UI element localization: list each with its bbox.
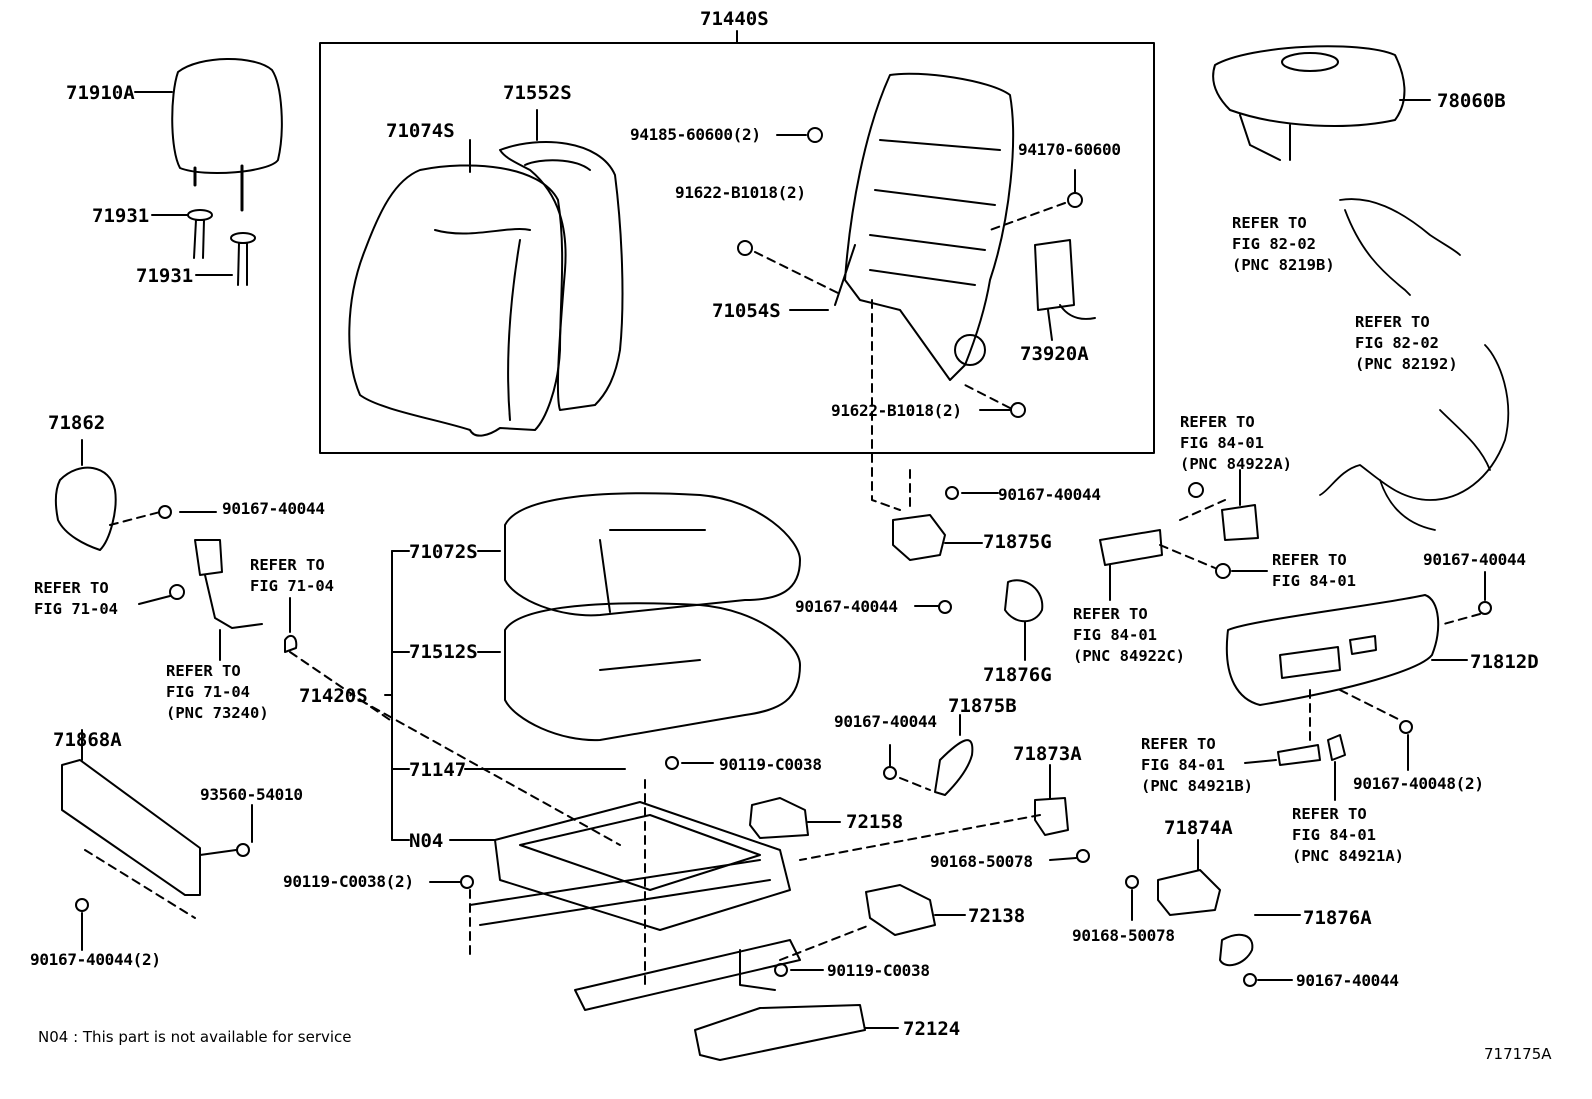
part-label-71876g[interactable]: 71876G bbox=[983, 664, 1052, 686]
part-label-73920a[interactable]: 73920A bbox=[1020, 343, 1089, 365]
part-label-71512s[interactable]: 71512S bbox=[409, 641, 478, 663]
cover-72138-drawing bbox=[774, 884, 966, 977]
part-label-72138[interactable]: 72138 bbox=[968, 905, 1026, 927]
part-label-71875g[interactable]: 71875G bbox=[983, 531, 1052, 553]
part-label-71873a[interactable]: 71873A bbox=[1013, 743, 1082, 765]
cover-72158-drawing bbox=[749, 797, 841, 839]
seat-cushion-pad-drawing bbox=[477, 602, 801, 742]
seatback-cover-drawing bbox=[348, 139, 564, 437]
part-label-71910a[interactable]: 71910A bbox=[66, 82, 135, 104]
part-label-91622-b1018-lower[interactable]: 91622-B1018(2) bbox=[831, 401, 962, 420]
headrest-drawing bbox=[134, 58, 283, 212]
seat-belt-buckle-drawing bbox=[138, 539, 391, 721]
part-label-72158[interactable]: 72158 bbox=[846, 811, 904, 833]
part-label-n04[interactable]: N04 bbox=[409, 830, 444, 852]
refer-note-71-04-left[interactable]: REFER TO FIG 71-04 bbox=[34, 579, 118, 618]
bracket-71875b-drawing bbox=[883, 714, 974, 796]
part-label-71874a[interactable]: 71874A bbox=[1164, 817, 1233, 839]
refer-note-8219b[interactable]: REFER TO FIG 82-02 (PNC 8219B) bbox=[1232, 214, 1335, 274]
part-label-71868a[interactable]: 71868A bbox=[53, 729, 122, 751]
seatback-frame-drawing bbox=[789, 72, 1015, 381]
part-label-90168-50078-a[interactable]: 90168-50078 bbox=[930, 852, 1033, 871]
seat-switches-drawing bbox=[1099, 469, 1346, 801]
side-shield-drawing bbox=[54, 439, 217, 551]
bracket-71874a-drawing bbox=[1125, 839, 1221, 921]
side-trim-71868a-drawing bbox=[61, 729, 253, 951]
part-label-90167-40044-e[interactable]: 90167-40044 bbox=[834, 712, 937, 731]
part-label-71147[interactable]: 71147 bbox=[409, 759, 467, 781]
part-label-90167-40044-c[interactable]: 90167-40044 bbox=[795, 597, 898, 616]
wire-harness-drawing bbox=[1319, 198, 1510, 531]
bracket-71876g-drawing bbox=[914, 579, 1044, 661]
refer-note-82192[interactable]: REFER TO FIG 82-02 (PNC 82192) bbox=[1355, 313, 1458, 373]
part-label-71072s[interactable]: 71072S bbox=[409, 541, 478, 563]
part-label-71440s[interactable]: 71440S bbox=[700, 8, 769, 30]
part-label-71862[interactable]: 71862 bbox=[48, 412, 106, 434]
part-label-90119-c0038-b[interactable]: 90119-C0038(2) bbox=[283, 872, 414, 891]
side-cover-71812d-drawing bbox=[1225, 571, 1492, 771]
part-label-94185-60600[interactable]: 94185-60600(2) bbox=[630, 125, 761, 144]
box-bolts-drawing bbox=[737, 127, 1083, 418]
figure-id: 717175A bbox=[1484, 1045, 1552, 1063]
part-label-90168-50078-b[interactable]: 90168-50078 bbox=[1072, 926, 1175, 945]
part-label-71875b[interactable]: 71875B bbox=[948, 695, 1017, 717]
part-label-72124[interactable]: 72124 bbox=[903, 1018, 961, 1040]
part-label-71552s[interactable]: 71552S bbox=[503, 82, 572, 104]
part-label-71931-upper[interactable]: 71931 bbox=[92, 205, 150, 227]
part-label-91622-b1018-upper[interactable]: 91622-B1018(2) bbox=[675, 183, 806, 202]
part-label-90167-40044-b[interactable]: 90167-40044 bbox=[998, 485, 1101, 504]
bracket-71876a-drawing bbox=[1219, 914, 1301, 987]
part-label-71876a[interactable]: 71876A bbox=[1303, 907, 1372, 929]
part-label-90119-c0038-a[interactable]: 90119-C0038 bbox=[719, 755, 822, 774]
seat-frame-drawing bbox=[429, 756, 801, 1011]
headrest-guides-drawing bbox=[151, 209, 256, 286]
part-label-90167-40048[interactable]: 90167-40048(2) bbox=[1353, 774, 1484, 793]
refer-note-84922c[interactable]: REFER TO FIG 84-01 (PNC 84922C) bbox=[1073, 605, 1185, 665]
part-label-90167-40044-a[interactable]: 90167-40044 bbox=[222, 499, 325, 518]
refer-note-71-04-right[interactable]: REFER TO FIG 71-04 bbox=[250, 556, 334, 595]
refer-note-73240[interactable]: REFER TO FIG 71-04 (PNC 73240) bbox=[166, 662, 269, 722]
refer-note-84-01[interactable]: REFER TO FIG 84-01 bbox=[1272, 551, 1356, 590]
part-label-71931-lower[interactable]: 71931 bbox=[136, 265, 194, 287]
airbag-module-drawing bbox=[1034, 239, 1096, 341]
part-label-90167-40044-f[interactable]: 90167-40044 bbox=[1296, 971, 1399, 990]
refer-note-84921a[interactable]: REFER TO FIG 84-01 (PNC 84921A) bbox=[1292, 805, 1404, 865]
part-label-71074s[interactable]: 71074S bbox=[386, 120, 455, 142]
seat-assembly-bracket-lines bbox=[359, 550, 626, 846]
tray-drawing bbox=[1212, 45, 1431, 161]
refer-note-84922a[interactable]: REFER TO FIG 84-01 (PNC 84922A) bbox=[1180, 413, 1292, 473]
part-label-71054s[interactable]: 71054S bbox=[712, 300, 781, 322]
part-label-94170-60600[interactable]: 94170-60600 bbox=[1018, 140, 1121, 159]
cover-72124-drawing bbox=[694, 1004, 899, 1061]
part-label-71812d[interactable]: 71812D bbox=[1470, 651, 1539, 673]
part-label-78060b[interactable]: 78060B bbox=[1437, 90, 1506, 112]
part-label-90119-c0038-c[interactable]: 90119-C0038 bbox=[827, 961, 930, 980]
part-label-71420s[interactable]: 71420S bbox=[299, 685, 368, 707]
bracket-71875g-drawing bbox=[871, 299, 999, 561]
footnote-text: N04 : This part is not available for ser… bbox=[38, 1028, 352, 1046]
part-label-93560-54010[interactable]: 93560-54010 bbox=[200, 785, 303, 804]
bracket-71873a-drawing bbox=[799, 764, 1090, 863]
part-label-90167-40044-d[interactable]: 90167-40044 bbox=[1423, 550, 1526, 569]
refer-note-84921b[interactable]: REFER TO FIG 84-01 (PNC 84921B) bbox=[1141, 735, 1253, 795]
part-label-90167-40044-g[interactable]: 90167-40044(2) bbox=[30, 950, 161, 969]
seat-cushion-cover-drawing bbox=[477, 492, 801, 617]
seatback-pad-drawing bbox=[499, 109, 624, 411]
